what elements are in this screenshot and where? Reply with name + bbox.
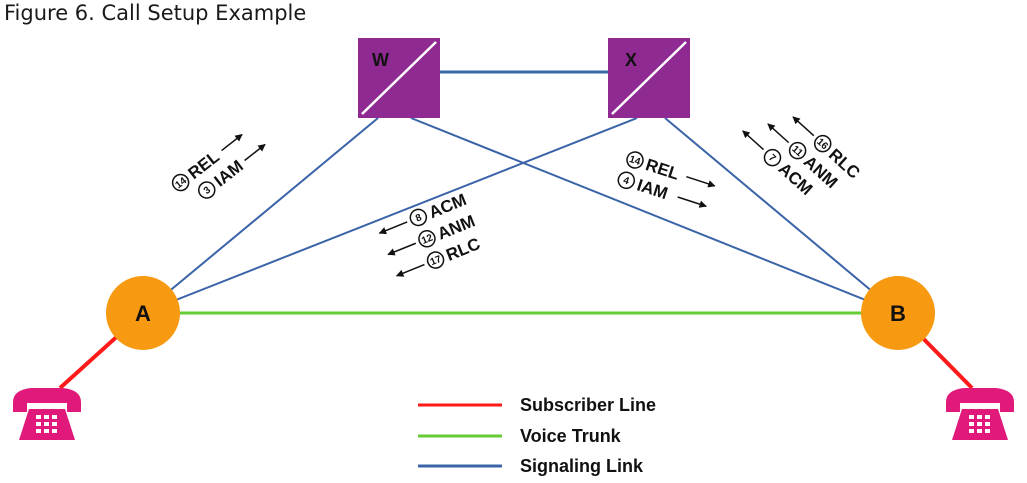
signaling-link-a-w <box>142 117 379 314</box>
signaling-link-a-x <box>142 117 638 314</box>
switch-x-label: X <box>625 50 637 70</box>
switch-x: X <box>608 38 690 118</box>
legend-label: Subscriber Line <box>520 395 656 415</box>
node-b: B <box>861 276 935 350</box>
message-number: 17 <box>429 254 444 269</box>
legend-item-signaling-link: Signaling Link <box>418 456 644 476</box>
node-a: A <box>106 276 180 350</box>
message-number: 8 <box>414 212 424 224</box>
message-number: 14 <box>628 154 642 168</box>
legend: Subscriber Line Voice Trunk Signaling Li… <box>418 395 656 476</box>
signaling-link-x-b <box>664 117 899 314</box>
legend-label: Signaling Link <box>520 456 644 476</box>
message-number: 12 <box>420 232 435 247</box>
legend-item-subscriber-line: Subscriber Line <box>418 395 656 415</box>
node-b-label: B <box>890 301 906 326</box>
telephone-icon <box>13 388 81 440</box>
switch-w-label: W <box>372 50 389 70</box>
message-rlc: 17 RLC <box>395 234 483 277</box>
message-group-b-x: 16 RLC 11 ANM 7 ACM <box>742 116 864 199</box>
message-number: 4 <box>622 175 631 187</box>
switch-w: W <box>358 38 440 118</box>
node-a-label: A <box>135 301 151 326</box>
figure-title: Figure 6. Call Setup Example <box>4 1 307 25</box>
telephone-icon <box>946 388 1014 440</box>
signaling-link-w-b <box>410 117 899 314</box>
message-number: 7 <box>766 152 778 164</box>
message-group-x-a: 8 ACM 12 ANM 17 RLC <box>378 190 483 277</box>
legend-label: Voice Trunk <box>520 426 622 446</box>
message-group-a-w: 14 REL 3 IAM <box>171 133 266 199</box>
legend-item-voice-trunk: Voice Trunk <box>418 426 622 446</box>
message-number: 3 <box>202 185 214 197</box>
